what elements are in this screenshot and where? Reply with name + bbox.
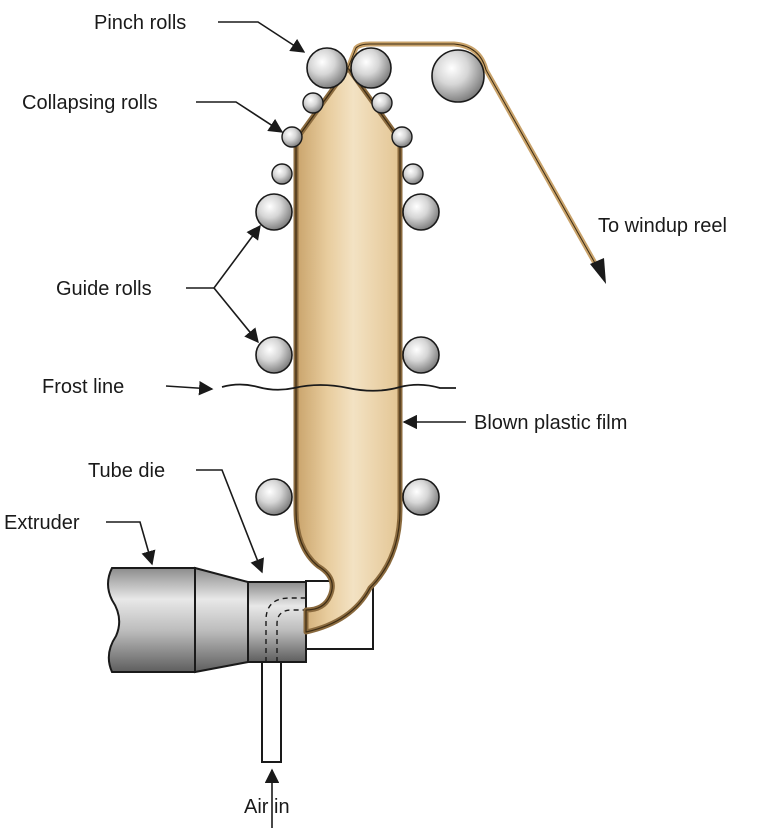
label-tube-die: Tube die (88, 460, 165, 482)
guide-roll (402, 336, 440, 374)
air-channel-dashed (265, 597, 306, 662)
collapsing-roll (371, 92, 393, 114)
label-air-in: Air in (244, 796, 290, 818)
guide-rolls (255, 193, 440, 516)
extruder-barrel (107, 567, 196, 673)
collapsing-roll (281, 126, 303, 148)
guide-rolls-leader-upper (186, 224, 261, 289)
pinch-rolls (306, 47, 485, 103)
tube-die-leader (196, 469, 264, 574)
windup-idler-roll (431, 49, 485, 103)
extruder (107, 566, 249, 674)
collapsing-rolls-leader (196, 101, 284, 133)
air-pipe (261, 661, 282, 763)
leader-lines (106, 21, 466, 828)
collapsing-roll (302, 92, 324, 114)
blown-film-bubble (293, 65, 403, 635)
collapsing-roll (391, 126, 413, 148)
label-windup: To windup reel (598, 215, 727, 237)
pinch-roll-right (350, 47, 392, 89)
guide-rolls-leader-lower (213, 287, 259, 344)
guide-roll (402, 478, 440, 516)
collapsing-roll (271, 163, 293, 185)
pinch-roll-left (306, 47, 348, 89)
extruder-taper (194, 566, 249, 674)
label-collapsing-rolls: Collapsing rolls (22, 92, 158, 114)
pinch-rolls-leader (218, 21, 306, 53)
collapsing-rolls (271, 92, 424, 185)
label-extruder: Extruder (4, 512, 80, 534)
windup-arrowhead (590, 258, 606, 284)
label-blown-film: Blown plastic film (474, 412, 627, 434)
extruder-leader (106, 521, 156, 566)
film-inner-edge (295, 67, 401, 633)
frost-line (221, 383, 456, 392)
label-pinch-rolls: Pinch rolls (94, 12, 186, 34)
guide-roll (255, 336, 293, 374)
label-guide-rolls: Guide rolls (56, 278, 152, 300)
guide-roll (255, 478, 293, 516)
collapsing-roll (402, 163, 424, 185)
guide-roll (402, 193, 440, 231)
guide-roll (255, 193, 293, 231)
label-frost-line: Frost line (42, 376, 124, 398)
film-to-windup-edge (347, 43, 601, 273)
frost-line-leader (165, 380, 214, 396)
